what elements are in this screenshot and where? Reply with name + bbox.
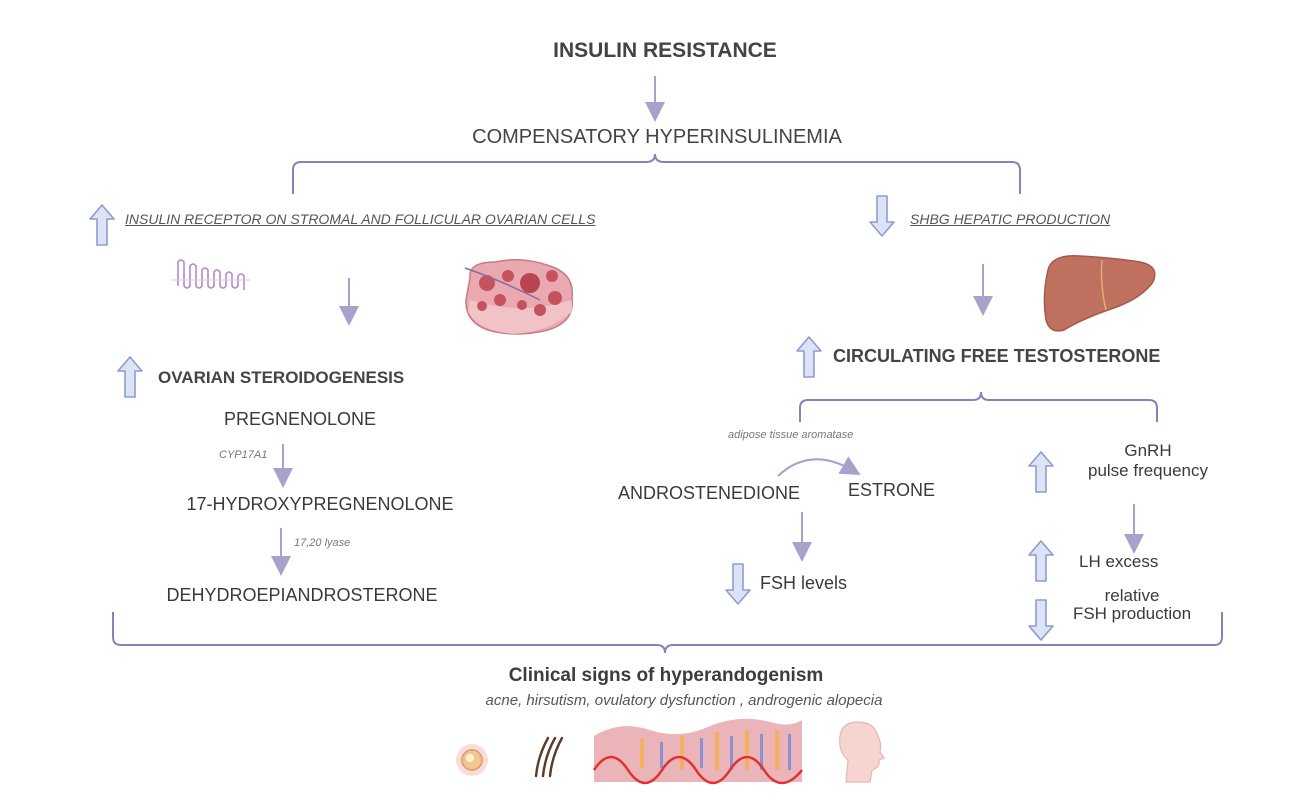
pregnenolone-label: PREGNENOLONE xyxy=(223,409,377,429)
lh-excess-label: LH excess xyxy=(1079,552,1159,571)
acne-icon xyxy=(456,744,488,776)
insulin-receptor-icon xyxy=(172,259,250,290)
endometrium-icon xyxy=(592,718,803,785)
pulse-frequency-label: pulse frequency xyxy=(1087,461,1209,480)
aromatase-label: adipose tissue aromatase xyxy=(728,429,854,441)
hair-icon xyxy=(534,736,564,778)
clinical-signs-title: Clinical signs of hyperandogenism xyxy=(508,665,824,686)
down-arrow-fsh-levels-icon xyxy=(725,563,751,605)
insulin-receptor-label: INSULIN RECEPTOR ON STROMAL AND FOLLICUL… xyxy=(125,211,596,227)
up-arrow-gnrh-icon xyxy=(1028,451,1054,493)
up-arrow-steroidogenesis-icon xyxy=(117,356,143,398)
down-arrow-fsh-production-icon xyxy=(1028,599,1054,641)
compensatory-hyperinsulinemia: COMPENSATORY HYPERINSULINEMIA xyxy=(472,126,842,148)
dhea-label: DEHYDROEPIANDROSTERONE xyxy=(166,585,438,605)
up-arrow-receptor-icon xyxy=(89,204,115,246)
up-arrow-lh-icon xyxy=(1028,540,1054,582)
liver-icon xyxy=(1043,255,1156,332)
up-arrow-testosterone-icon xyxy=(796,336,822,378)
bottom-bracket xyxy=(112,612,1223,654)
title-insulin-resistance: INSULIN RESISTANCE xyxy=(553,39,777,62)
lyase-label: 17,20 lyase xyxy=(294,537,351,549)
testosterone-bracket xyxy=(799,391,1158,422)
relative-label: relative xyxy=(1104,586,1160,605)
shbg-label: SHBG HEPATIC PRODUCTION xyxy=(910,211,1111,227)
androstenedione-label: ANDROSTENEDIONE xyxy=(618,483,801,503)
aromatase-arrow xyxy=(777,456,861,477)
gnrh-label: GnRH xyxy=(1124,441,1172,460)
fsh-levels-label: FSH levels xyxy=(760,573,848,593)
ovarian-steroidogenesis-label: OVARIAN STEROIDOGENESIS xyxy=(158,368,405,387)
top-bracket xyxy=(292,153,1021,194)
fsh-production-label: FSH production xyxy=(1072,604,1192,623)
clinical-signs-subtitle: acne, hirsutism, ovulatory dysfunction ,… xyxy=(485,692,883,709)
cyp17a1-label: CYP17A1 xyxy=(219,449,268,461)
head-profile-icon xyxy=(839,721,885,783)
estrone-label: ESTRONE xyxy=(848,480,936,500)
hydroxypregnenolone-label: 17-HYDROXYPREGNENOLONE xyxy=(186,494,454,514)
free-testosterone-label: CIRCULATING FREE TESTOSTERONE xyxy=(833,346,1161,366)
ovary-icon xyxy=(464,259,574,335)
down-arrow-shbg-icon xyxy=(869,195,895,237)
